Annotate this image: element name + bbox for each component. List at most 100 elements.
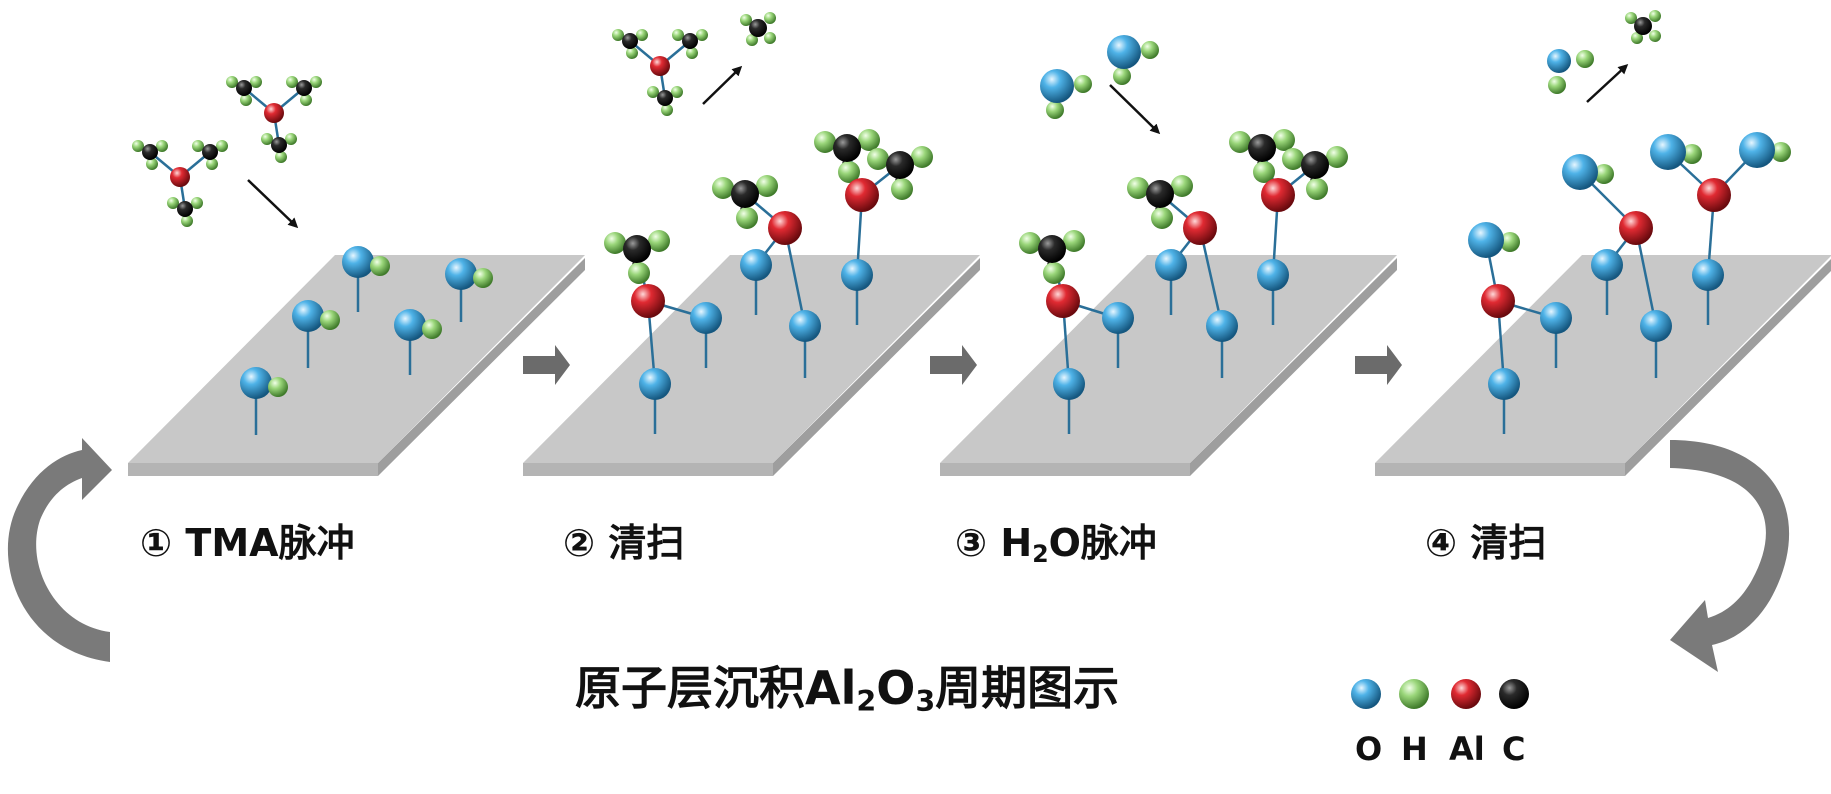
substrate-front-edge [940,463,1190,476]
step-1-text: TMA脉冲 [185,521,355,565]
oxygen-atom [240,367,272,399]
legend-label-o: O [1355,730,1383,768]
carbon-atom [1146,180,1174,208]
oxygen-atom [1257,259,1289,291]
hydrogen-atom [1151,207,1173,229]
step-1-number: ① [140,521,173,565]
carbon-atom [1634,17,1652,35]
hydrogen-atom [1594,164,1614,184]
step-3-label: ③ H2O脉冲 [955,512,1157,567]
hydrogen-atom [191,197,203,209]
oxygen-atom [292,300,324,332]
carbon-atom [1301,151,1329,179]
substrate-top [1375,255,1831,463]
substrate-top [940,255,1397,463]
legend-label-c: C [1502,730,1526,768]
hydrogen-atom [746,34,758,46]
hydrogen-atom [756,175,778,197]
step-2-text: 清扫 [608,521,685,565]
aluminum-atom [768,211,802,245]
hydrogen-atom [1631,32,1643,44]
hydrogen-atom [696,29,708,41]
hydrogen-atom [1074,75,1092,93]
hydrogen-atom [261,133,273,145]
hydrogen-atom [672,29,684,41]
hydrogen-atom [285,133,297,145]
hydrogen-atom [1046,101,1064,119]
hydrogen-atom [1649,10,1661,22]
substrate-side-edge [1190,258,1397,476]
carbon-atom [749,19,767,37]
legend-swatch-o [1351,679,1381,709]
hydrogen-atom [268,377,288,397]
hydrogen-atom [1019,232,1041,254]
aluminum-atom [650,56,670,76]
carbon-atom [886,151,914,179]
hydrogen-atom [1771,142,1791,162]
hydrogen-atom [240,94,252,106]
step-2-label: ② 清扫 [563,512,684,567]
legend-swatch-c [1499,679,1529,709]
substrate-side-edge [1625,258,1831,476]
aluminum-atom [1619,211,1653,245]
oxygen-atom [1488,368,1520,400]
hydrogen-atom [1306,178,1328,200]
aluminum-atom [1261,178,1295,212]
step-3-text: H2O脉冲 [1000,521,1157,568]
carbon-atom [1038,235,1066,263]
oxygen-atom [740,249,772,281]
carbon-atom [833,134,861,162]
oxygen-atom [639,368,671,400]
carbon-atom [177,201,193,217]
substrate-top [128,255,585,463]
oxygen-atom [1053,368,1085,400]
hydrogen-atom [814,131,836,153]
oxygen-atom [445,258,477,290]
oxygen-atom [394,309,426,341]
oxygen-atom [1591,249,1623,281]
carbon-atom [623,235,651,263]
hydrogen-atom [250,76,262,88]
hydrogen-atom [1171,175,1193,197]
carbon-atom [657,90,673,106]
hydrogen-atom [300,94,312,106]
oxygen-atom [342,246,374,278]
hydrogen-atom [1273,129,1295,151]
carbon-atom [731,180,759,208]
hydrogen-atom [686,47,698,59]
oxygen-atom [1107,35,1141,69]
oxygen-atom [1040,69,1074,103]
hydrogen-atom [370,256,390,276]
hydrogen-atom [310,76,322,88]
oxygen-atom [1468,222,1504,258]
aluminum-atom [1183,211,1217,245]
hydrogen-atom [1282,148,1304,170]
hydrogen-atom [647,86,659,98]
hydrogen-atom [1649,30,1661,42]
substrate-front-edge [523,463,773,476]
oxygen-atom [1692,259,1724,291]
reaction-arrow [247,179,299,229]
hydrogen-atom [206,158,218,170]
reaction-arrow [1109,84,1161,135]
hydrogen-atom [1127,177,1149,199]
hydrogen-atom [216,140,228,152]
hydrogen-atom [1043,262,1065,284]
substrate-side-edge [773,258,980,476]
hydrogen-atom [891,178,913,200]
hydrogen-atom [740,14,752,26]
hydrogen-atom [286,76,298,88]
hydrogen-atom [661,104,673,116]
hydrogen-atom [192,140,204,152]
aluminum-atom [264,103,284,123]
hydrogen-atom [146,158,158,170]
hydrogen-atom [1141,41,1159,59]
cycle-arrow-right [1670,440,1790,672]
hydrogen-atom [764,12,776,24]
hydrogen-atom [671,86,683,98]
oxygen-atom [1102,302,1134,334]
oxygen-atom [841,259,873,291]
hydrogen-atom [636,29,648,41]
aluminum-atom [1697,178,1731,212]
